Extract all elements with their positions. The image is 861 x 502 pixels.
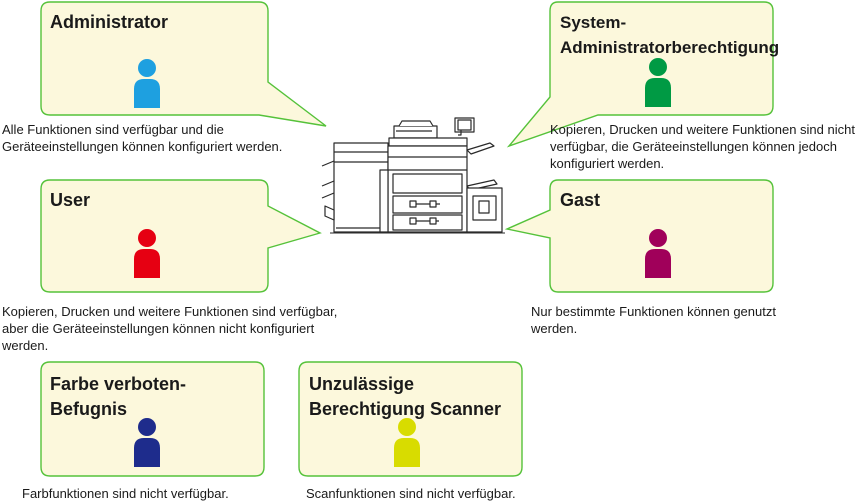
system-admin-description: Kopieren, Drucken und weitere Funktionen… [550, 122, 855, 171]
administrator-box [40, 1, 327, 127]
printer-icon [321, 117, 505, 234]
system-admin-title: System-Administratorberechtigung [560, 13, 780, 57]
system-admin-person-icon [645, 58, 671, 107]
user-description: Kopieren, Drucken und weitere Funktionen… [2, 304, 338, 353]
color-prohibited-description: Farbfunktionen sind nicht verfügbar. [22, 486, 229, 501]
no-scanner-person-icon [394, 418, 420, 467]
guest-box [504, 179, 774, 293]
administrator-person-icon [134, 59, 160, 108]
user-box [40, 179, 322, 293]
color-prohibited-person-icon [134, 418, 160, 467]
user-person-icon [134, 229, 160, 278]
administrator-description: Alle Funktionen sind verfügbar und die G… [2, 122, 283, 154]
guest-person-icon [645, 229, 671, 278]
system-admin-box [506, 1, 774, 148]
administrator-title: Administrator [50, 12, 169, 32]
guest-title: Gast [560, 190, 601, 210]
no-scanner-description: Scanfunktionen sind nicht verfügbar. [306, 486, 516, 501]
color-prohibited-title: Farbe verboten-Befugnis [50, 374, 187, 419]
user-title: User [50, 190, 91, 210]
color-prohibited-box [40, 361, 265, 477]
guest-description: Nur bestimmte Funktionen können genutzt … [531, 304, 776, 336]
